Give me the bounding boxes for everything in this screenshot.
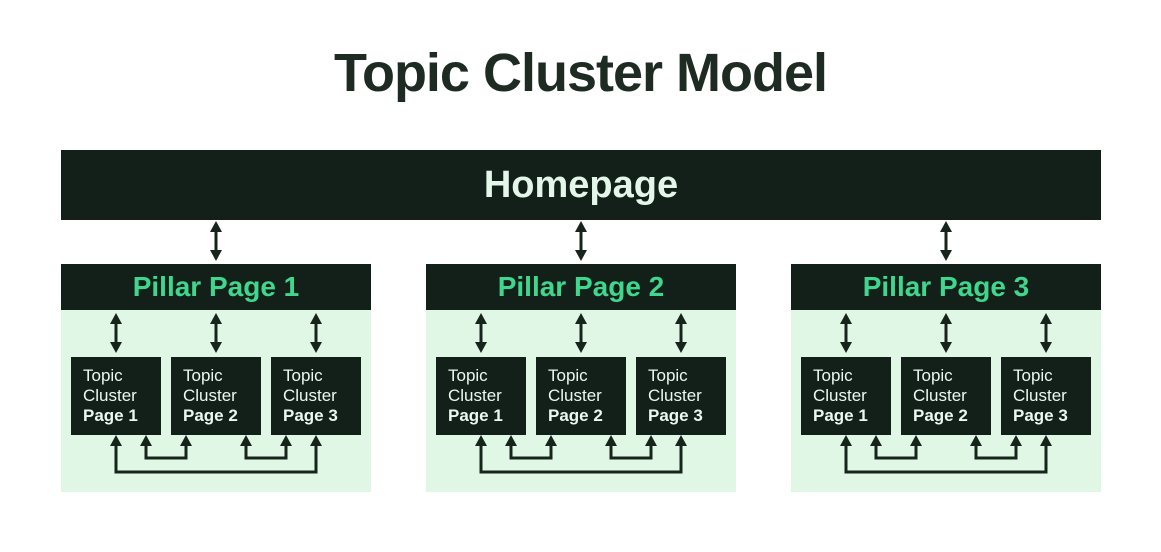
pillar-section-2: Pillar Page 2 Topic Cluster Page 1 — [426, 264, 736, 492]
homepage-pillar1-bidirectional-arrow-icon — [208, 221, 224, 261]
topic-box-label-line: Topic — [83, 366, 123, 385]
topic-cluster-page-node: Topic Cluster Page 3 — [636, 357, 726, 435]
pillar-2-cluster-area: Topic Cluster Page 1 Topic Cluster Page … — [426, 310, 736, 492]
topic-box-page-label: Page 3 — [283, 406, 338, 425]
pillar-page-1-label: Pillar Page 1 — [132, 271, 300, 302]
topic-cluster-page-node: Topic Cluster Page 1 — [801, 357, 891, 435]
homepage-node: Homepage — [61, 150, 1101, 220]
topic-box-label-line: Topic — [648, 366, 688, 385]
topic-box-label-line: Cluster — [83, 386, 137, 405]
topic-box-page-label: Page 1 — [813, 406, 868, 425]
homepage-pillar3-bidirectional-arrow-icon — [938, 221, 954, 261]
topic-cluster-page-node: Topic Cluster Page 3 — [1001, 357, 1091, 435]
topic-cluster-page-node: Topic Cluster Page 1 — [71, 357, 161, 435]
topic-box-page-label: Page 2 — [183, 406, 238, 425]
topic-box-label-line: Cluster — [548, 386, 602, 405]
pillar-section-3: Pillar Page 3 Topic Cluster Page 1 — [791, 264, 1101, 492]
topic-cluster-page-node: Topic Cluster Page 2 — [171, 357, 261, 435]
pillar-page-3-label: Pillar Page 3 — [862, 271, 1030, 302]
topic-box-label-line: Cluster — [813, 386, 867, 405]
topic-box-label-line: Cluster — [448, 386, 502, 405]
pillar-page-2-node: Pillar Page 2 — [426, 264, 736, 310]
diagram-title: Topic Cluster Model — [333, 43, 828, 103]
topic-box-label-line: Cluster — [1013, 386, 1067, 405]
topic-box-page-label: Page 3 — [1013, 406, 1068, 425]
topic-cluster-page-node: Topic Cluster Page 3 — [271, 357, 361, 435]
pillar-page-2-label: Pillar Page 2 — [497, 271, 665, 302]
topic-box-page-label: Page 1 — [83, 406, 138, 425]
pillar-page-3-node: Pillar Page 3 — [791, 264, 1101, 310]
topic-box-label-line: Topic — [183, 366, 223, 385]
topic-box-label-line: Cluster — [183, 386, 237, 405]
homepage-label: Homepage — [483, 163, 679, 206]
topic-box-page-label: Page 3 — [648, 406, 703, 425]
topic-box-page-label: Page 1 — [448, 406, 503, 425]
pillar-section-1: Pillar Page 1 Topic Cluster Page 1 — [61, 264, 371, 492]
topic-cluster-page-node: Topic Cluster Page 2 — [901, 357, 991, 435]
topic-box-label-line: Topic — [813, 366, 853, 385]
topic-box-label-line: Cluster — [913, 386, 967, 405]
pillar-1-cluster-area: Topic Cluster Page 1 Topic Cluster Page … — [61, 310, 371, 492]
topic-box-label-line: Topic — [548, 366, 588, 385]
topic-box-label-line: Cluster — [283, 386, 337, 405]
topic-box-label-line: Topic — [913, 366, 953, 385]
topic-box-label-line: Topic — [448, 366, 488, 385]
topic-box-page-label: Page 2 — [548, 406, 603, 425]
topic-box-page-label: Page 2 — [913, 406, 968, 425]
topic-box-label-line: Topic — [1013, 366, 1053, 385]
topic-box-label-line: Topic — [283, 366, 323, 385]
topic-box-label-line: Cluster — [648, 386, 702, 405]
pillar-3-cluster-area: Topic Cluster Page 1 Topic Cluster Page … — [791, 310, 1101, 492]
topic-cluster-page-node: Topic Cluster Page 2 — [536, 357, 626, 435]
topic-cluster-page-node: Topic Cluster Page 1 — [436, 357, 526, 435]
pillar-page-1-node: Pillar Page 1 — [61, 264, 371, 310]
homepage-pillar2-bidirectional-arrow-icon — [573, 221, 589, 261]
